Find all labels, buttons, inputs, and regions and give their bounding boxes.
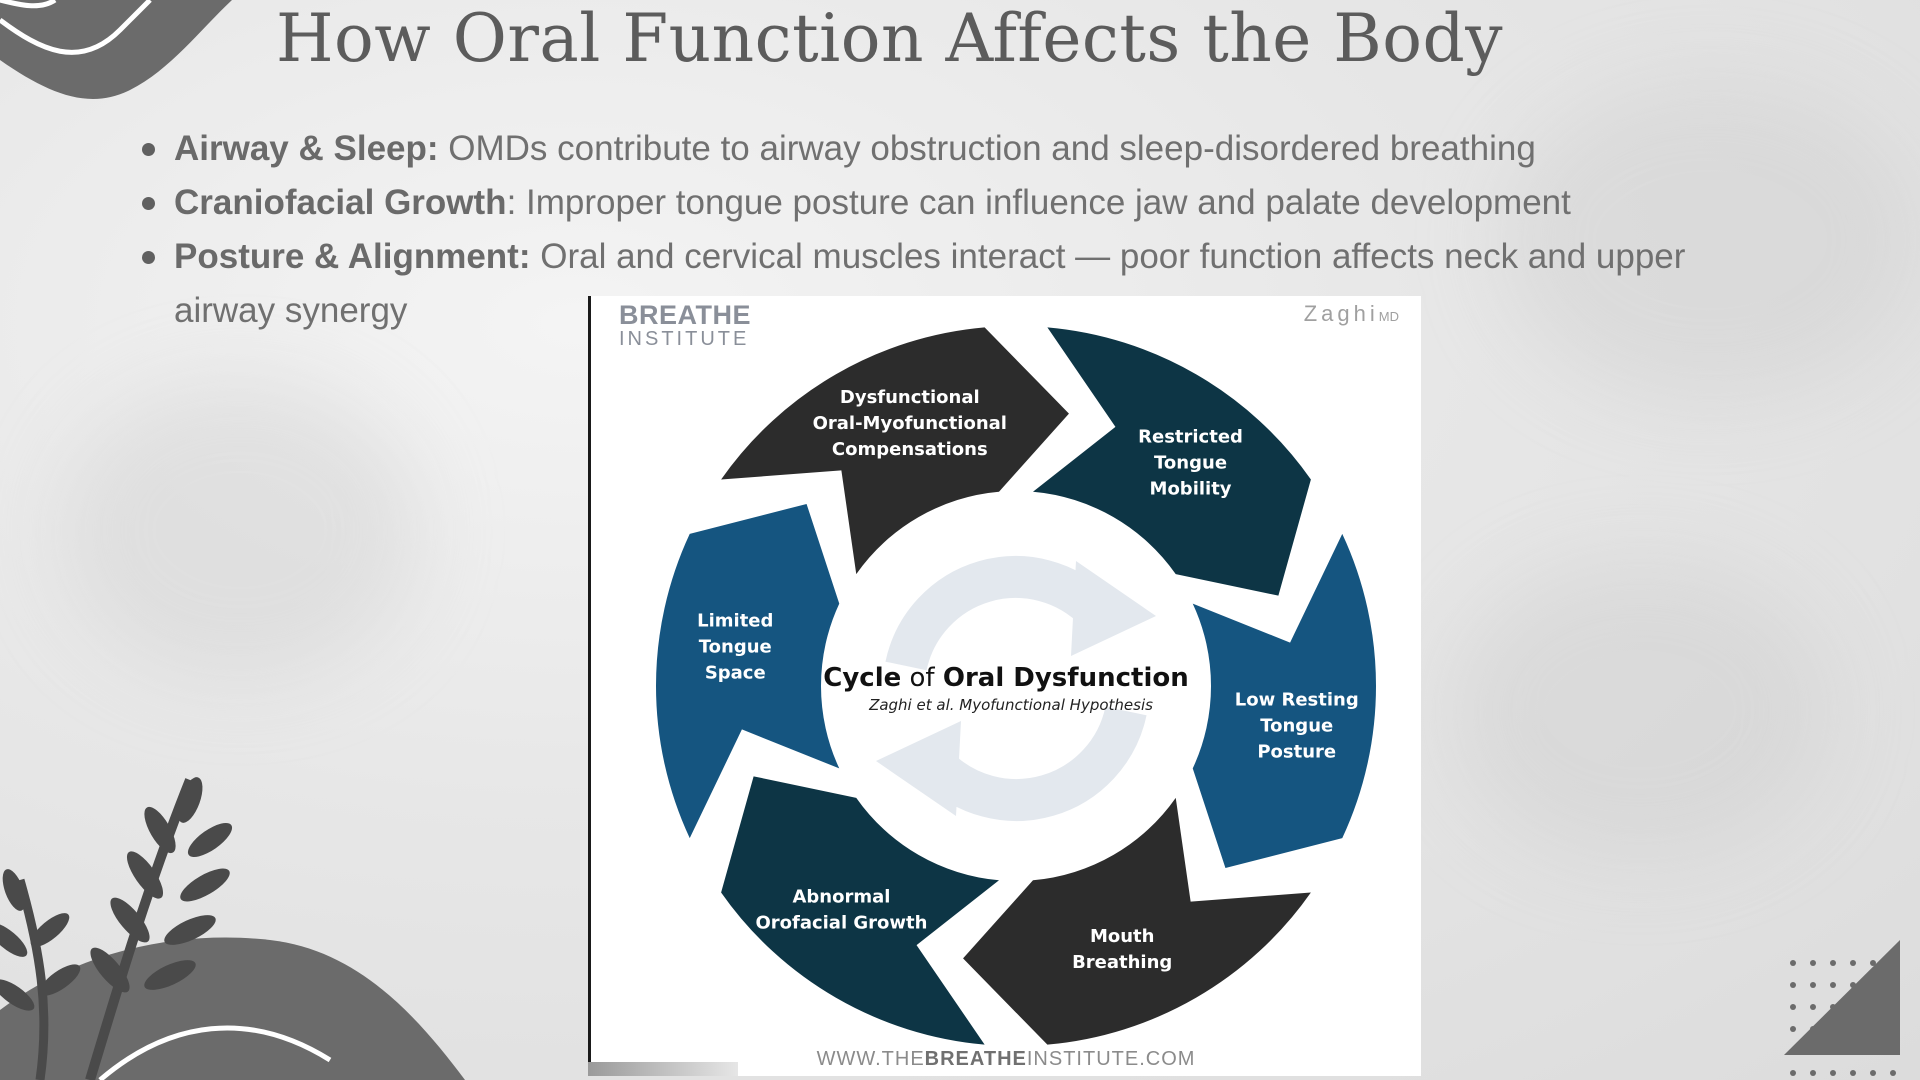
segment-label-line: Oral-Myofunctional: [813, 413, 1007, 434]
center-title-word: Cycle: [823, 663, 901, 693]
grid-dot: [1890, 1070, 1896, 1076]
segment-label-line: Tongue: [699, 637, 772, 658]
segment-label-line: Mouth: [1090, 926, 1155, 947]
footer-bold: BREATHE: [924, 1048, 1027, 1070]
grid-dot: [1810, 960, 1816, 966]
grid-dot: [1790, 1070, 1796, 1076]
grid-dot: [1790, 1026, 1796, 1032]
ring-segment: [963, 797, 1311, 1045]
slide-title: How Oral Function Affects the Body: [276, 0, 1504, 77]
ring-segment: [1192, 533, 1376, 869]
bullet-craniofacial-growth: Craniofacial Growth: Improper tongue pos…: [138, 176, 1738, 230]
grid-dot: [1870, 1070, 1876, 1076]
grid-dot: [1810, 1004, 1816, 1010]
background-texture: [1450, 560, 1830, 860]
center-title-word: Oral Dysfunction: [943, 663, 1189, 693]
zaghi-md-logo: ZaghiMD: [1304, 301, 1399, 327]
segment-label-line: Breathing: [1072, 952, 1172, 973]
logo-zaghi-text: Zaghi: [1303, 301, 1379, 326]
refresh-cycle-icon: [876, 556, 1156, 821]
segment-label-line: Mobility: [1150, 479, 1232, 500]
grid-dot: [1790, 982, 1796, 988]
footer-pre: WWW.THE: [816, 1048, 925, 1070]
grid-dot: [1830, 960, 1836, 966]
segment-label-line: Tongue: [1154, 453, 1227, 474]
ring-segment: [721, 776, 1000, 1045]
bullet-list: Airway & Sleep: OMDs contribute to airwa…: [138, 122, 1738, 338]
bullet-text: Oral and cervical muscles interact — poo…: [174, 237, 1686, 330]
segment-label-line: Tongue: [1260, 715, 1333, 736]
bullet-term: Craniofacial Growth: [174, 183, 507, 222]
bullet-text: OMDs contribute to airway obstruction an…: [438, 129, 1536, 168]
bullet-term: Airway & Sleep:: [174, 129, 439, 168]
website-footer: WWW.THEBREATHEINSTITUTE.COM: [591, 1048, 1421, 1071]
diagram-image: BREATHE INSTITUTE ZaghiMD Cycle of Oral …: [588, 296, 1421, 1076]
segment-label-line: Orofacial Growth: [755, 912, 927, 933]
logo-zaghi-suffix: MD: [1378, 309, 1399, 324]
logo-line-2: INSTITUTE: [619, 328, 750, 350]
grid-dot: [1810, 982, 1816, 988]
bullet-airway-sleep: Airway & Sleep: OMDs contribute to airwa…: [138, 122, 1738, 176]
grid-dot: [1830, 982, 1836, 988]
bullet-text: : Improper tongue posture can influence …: [506, 183, 1571, 222]
segment-label-line: Limited: [697, 611, 773, 632]
ring-segment: [656, 503, 840, 839]
triangle-decoration-icon: [1784, 940, 1900, 1055]
leaf-plant-icon: [0, 777, 465, 1080]
bullet-dot: [142, 143, 155, 156]
background-texture: [60, 380, 420, 680]
ring-segment: [721, 327, 1069, 575]
grid-dot: [1830, 1070, 1836, 1076]
grid-dot: [1850, 960, 1856, 966]
breathe-institute-logo: BREATHE INSTITUTE: [619, 296, 752, 350]
center-title-of: of: [901, 663, 943, 693]
ring-segments: [656, 327, 1376, 1045]
logo-line-1: BREATHE: [619, 300, 752, 330]
segment-label-line: Restricted: [1138, 427, 1243, 448]
center-subtitle: Zaghi et al. Myofunctional Hypothesis: [868, 696, 1153, 714]
ring-segment: [1032, 327, 1311, 596]
footer-post: INSTITUTE.COM: [1026, 1048, 1196, 1070]
grid-dot: [1790, 960, 1796, 966]
grid-dot: [1790, 1004, 1796, 1010]
background-texture: [1500, 80, 1920, 400]
cycle-diagram: Cycle of Oral Dysfunction Zaghi et al. M…: [656, 327, 1376, 1045]
grid-dot: [1810, 1070, 1816, 1076]
panel-shadow: [588, 1062, 738, 1076]
bullet-dot: [142, 197, 155, 210]
segment-label-line: Space: [705, 663, 766, 684]
segment-label-line: Posture: [1257, 741, 1336, 762]
bullet-posture-alignment: Posture & Alignment: Oral and cervical m…: [138, 230, 1738, 338]
segment-label-line: Low Resting: [1235, 689, 1359, 710]
segment-label-line: Dysfunctional: [840, 387, 980, 408]
segment-label-line: Compensations: [832, 439, 988, 460]
grid-dot: [1870, 960, 1876, 966]
center-title: Cycle of Oral Dysfunction: [823, 663, 1189, 693]
wave-decoration-icon: [0, 0, 232, 99]
grid-dot: [1850, 1070, 1856, 1076]
segment-label-line: Abnormal: [792, 886, 890, 907]
bullet-dot: [142, 251, 155, 264]
bullet-term: Posture & Alignment:: [174, 237, 531, 276]
